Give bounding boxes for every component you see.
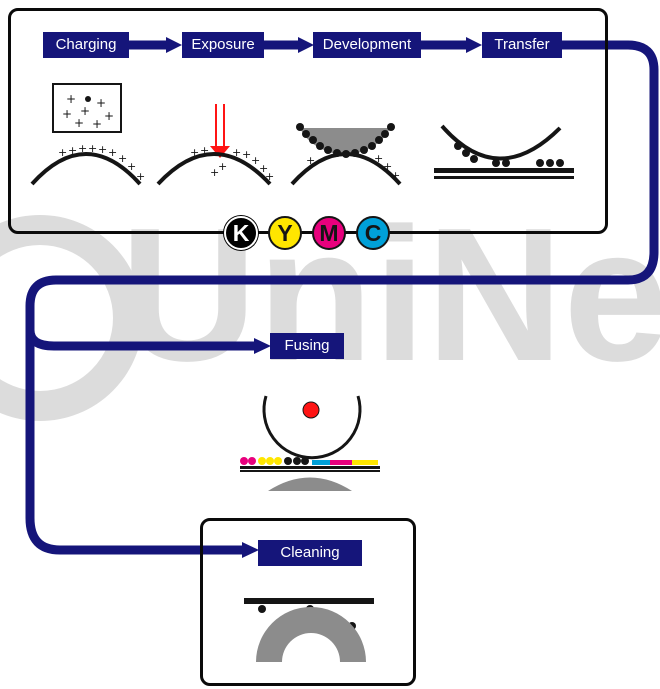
cleaning-stage-panel: [200, 518, 416, 686]
toner-on-paper: [240, 457, 378, 465]
step-label-charging: Charging: [43, 32, 129, 58]
toner-badge-cyan: C: [356, 216, 390, 250]
step-label-cleaning: Cleaning: [258, 540, 362, 566]
charging-illustration: ++ +++ ++ +++ +++ +++: [30, 83, 145, 186]
svg-text:+: +: [118, 152, 127, 165]
flow-connectors: [25, 40, 659, 555]
exposure-illustration: ++ +++ ++ ++: [156, 104, 274, 186]
svg-text:+: +: [383, 160, 392, 173]
svg-text:+: +: [80, 104, 90, 118]
cleaning-drum: [256, 607, 366, 662]
arrow-heads: [166, 37, 482, 558]
flow-branch-fusing: [25, 329, 256, 351]
svg-text:+: +: [200, 144, 209, 157]
step-label-transfer: Transfer: [482, 32, 562, 58]
development-illustration: ++ ++: [290, 123, 402, 186]
svg-text:+: +: [127, 160, 136, 173]
svg-text:+: +: [104, 109, 114, 123]
imaging-stage-panel: [8, 8, 608, 234]
svg-text:+: +: [62, 107, 72, 121]
svg-text:+: +: [259, 162, 268, 175]
drum-charging: [30, 152, 142, 186]
transfer-illustration: [434, 124, 574, 179]
svg-text:+: +: [210, 166, 219, 179]
pressure-roller: [268, 477, 352, 491]
watermark-text: UniNet: [120, 189, 660, 401]
drum-exposure: [156, 152, 272, 186]
paper-sheet-fusing: [240, 466, 380, 469]
svg-text:+: +: [190, 146, 199, 159]
svg-text:+: +: [78, 142, 87, 155]
svg-text:+: +: [265, 170, 274, 183]
toner-badge-magenta: M: [312, 216, 346, 250]
svg-text:+: +: [136, 170, 145, 183]
paper-sheet-transfer: [434, 168, 574, 173]
cleaning-blade: [244, 598, 374, 604]
svg-text:+: +: [58, 146, 67, 159]
svg-text:+: +: [108, 146, 117, 159]
svg-text:+: +: [68, 144, 77, 157]
drum-transfer: [440, 124, 562, 161]
svg-text:+: +: [232, 146, 241, 159]
svg-text:+: +: [92, 117, 102, 131]
step-label-development: Development: [313, 32, 421, 58]
svg-text:+: +: [74, 116, 84, 130]
svg-text:+: +: [98, 143, 107, 156]
svg-text:+: +: [242, 148, 251, 161]
svg-text:+: +: [96, 96, 106, 110]
laser-beam-icon: [210, 146, 230, 158]
flow-path-main: [25, 40, 659, 555]
svg-text:+: +: [251, 154, 260, 167]
cleaning-illustration: [244, 598, 374, 662]
heater-lamp-icon: [302, 401, 320, 419]
toner-badge-black: K: [224, 216, 258, 250]
toner-badge-yellow: Y: [268, 216, 302, 250]
step-label-exposure: Exposure: [182, 32, 264, 58]
svg-text:+: +: [66, 92, 76, 106]
svg-text:+: +: [374, 152, 383, 165]
watermark-logo: UniNet: [0, 189, 660, 421]
svg-text:+: +: [391, 169, 400, 182]
svg-text:+: +: [306, 154, 315, 167]
svg-text:+: +: [218, 160, 227, 173]
step-label-fusing: Fusing: [270, 333, 344, 359]
drum-development: [290, 152, 402, 186]
svg-text:+: +: [88, 142, 97, 155]
fuser-roller: [262, 395, 362, 460]
fusing-illustration: [240, 395, 380, 491]
